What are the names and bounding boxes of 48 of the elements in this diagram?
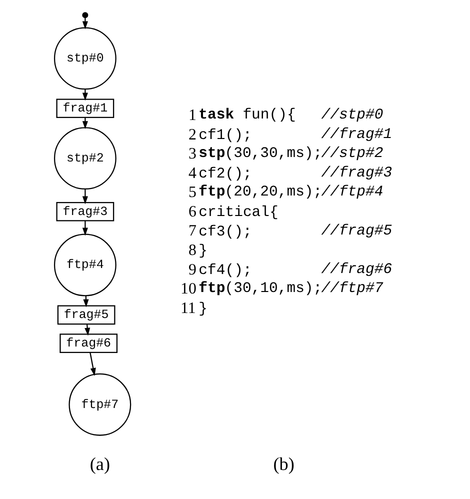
label: 9 [188, 261, 196, 278]
label: 4 [188, 164, 196, 182]
arrow [82, 220, 88, 236]
arrow [82, 118, 88, 130]
arrow [84, 324, 90, 336]
node-dot [82, 12, 88, 18]
node-box: frag#6 [60, 334, 118, 353]
label: 1 [188, 106, 196, 124]
node-circle: ftp#4 [54, 234, 116, 296]
label: 3 [188, 146, 196, 163]
label: 2 [188, 126, 196, 144]
node-circle: stp#2 [54, 127, 116, 190]
arrow [90, 352, 96, 376]
label: 6 [188, 203, 196, 220]
label: 11 [180, 300, 196, 317]
label: //frag#6 [321, 262, 392, 278]
arrow [82, 18, 88, 30]
label: //stp#2 [321, 146, 384, 162]
label: } [198, 244, 208, 260]
label: critical{ [198, 205, 278, 222]
label: //ftp#7 [321, 281, 384, 298]
label: //stp#0 [321, 107, 384, 124]
node-circle: ftp#7 [68, 373, 132, 436]
label: 5 [188, 184, 196, 202]
label: stp(30,30,ms); [198, 146, 322, 162]
label: 8 [188, 242, 196, 260]
label: cf2(); [198, 166, 252, 182]
label: 7 [188, 222, 196, 240]
label: //ftp#4 [321, 184, 384, 201]
label: cf3(); [198, 224, 252, 240]
node-box: frag#3 [56, 202, 114, 222]
node-box: frag#5 [57, 305, 116, 325]
label: //frag#1 [321, 126, 392, 143]
node-circle: stp#0 [54, 27, 116, 90]
node-box: frag#1 [56, 98, 114, 118]
label: ftp(30,10,ms); [198, 281, 322, 298]
label: //frag#3 [321, 165, 392, 182]
label: } [198, 302, 208, 318]
arrow [82, 189, 88, 204]
label: task fun(){ [198, 107, 296, 124]
label: cf4(); [198, 262, 252, 279]
label: 10 [180, 280, 196, 298]
label: //frag#5 [321, 223, 392, 240]
label: cf1(); [198, 128, 252, 144]
label: ftp(20,20,ms); [198, 184, 322, 201]
label: (b) [273, 454, 294, 474]
arrow [82, 90, 88, 101]
label: (a) [90, 454, 110, 474]
